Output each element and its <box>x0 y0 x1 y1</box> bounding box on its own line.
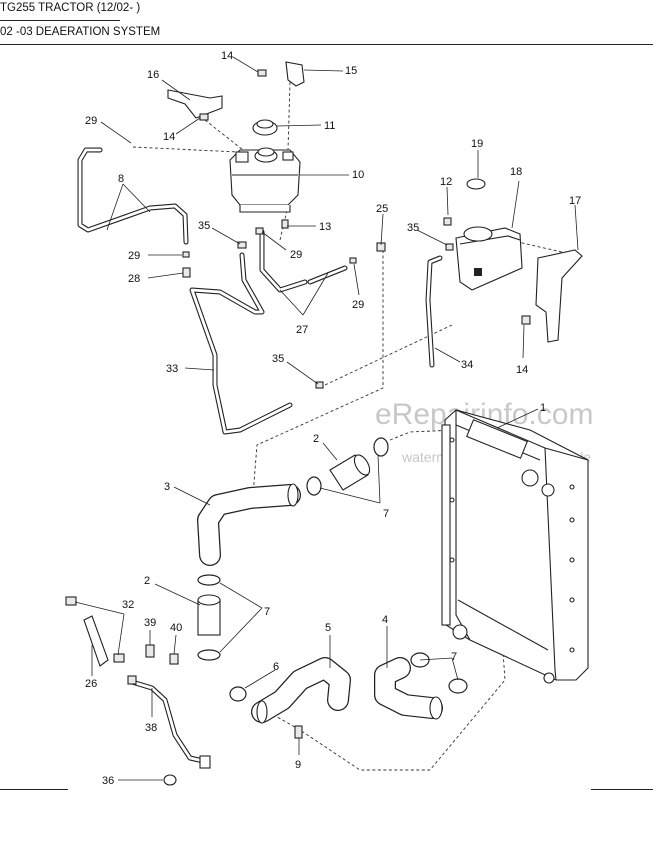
document-title: TG255 TRACTOR (12/02- ) <box>0 2 141 14</box>
callout-35a: 35 <box>198 220 210 232</box>
callout-7a: 7 <box>383 508 389 520</box>
filler-cap <box>252 119 278 136</box>
fitting-12 <box>443 217 452 226</box>
callout-17: 17 <box>569 195 581 207</box>
radiator <box>441 409 589 684</box>
screw-9 <box>294 725 303 739</box>
callout-27: 27 <box>296 324 308 336</box>
small-fittings <box>182 227 454 389</box>
tank-bracket <box>167 89 223 119</box>
callout-7b: 7 <box>264 606 270 618</box>
callout-29b: 29 <box>290 249 302 261</box>
callout-18: 18 <box>510 166 522 178</box>
expansion-tank <box>229 147 301 213</box>
callout-8: 8 <box>118 173 124 185</box>
section-rule <box>0 44 653 45</box>
secondary-tank <box>455 226 523 291</box>
callout-33: 33 <box>166 363 178 375</box>
callout-25: 25 <box>376 203 388 215</box>
callout-35c: 35 <box>272 353 284 365</box>
callout-32: 32 <box>122 599 134 611</box>
tank-mount-bracket <box>535 249 583 343</box>
footer-rule-right <box>591 789 653 790</box>
callout-14b: 14 <box>163 131 175 143</box>
bypass-hose <box>374 652 468 720</box>
callout-1: 1 <box>540 402 546 414</box>
leader-lines <box>74 56 579 781</box>
callout-16: 16 <box>147 69 159 81</box>
callout-5: 5 <box>325 622 331 634</box>
callout-15: 15 <box>345 65 357 77</box>
callout-10: 10 <box>352 169 364 181</box>
callout-35b: 35 <box>407 222 419 234</box>
hose-sleeve-upper <box>306 437 389 496</box>
callout-19: 19 <box>471 138 483 150</box>
title-rule <box>0 20 120 21</box>
callout-28: 28 <box>128 273 140 285</box>
callout-34: 34 <box>461 359 473 371</box>
callout-14c: 14 <box>516 364 528 376</box>
lower-radiator-hose <box>251 657 351 724</box>
callout-3: 3 <box>164 481 170 493</box>
overflow-hose <box>77 147 189 245</box>
hose-sleeve-lower <box>197 574 221 661</box>
callout-38: 38 <box>145 722 157 734</box>
upper-bracket <box>285 61 305 87</box>
callout-11: 11 <box>324 120 335 132</box>
callout-4: 4 <box>382 614 388 626</box>
callout-29c: 29 <box>128 250 140 262</box>
callout-9: 9 <box>295 759 301 771</box>
callout-29a: 29 <box>85 115 97 127</box>
heater-pipe-assembly <box>65 596 211 786</box>
callout-14a: 14 <box>221 50 233 62</box>
upper-radiator-hose <box>197 483 301 566</box>
deaeration-hose <box>189 229 348 435</box>
callout-40: 40 <box>170 622 182 634</box>
callout-13: 13 <box>319 221 331 233</box>
footer-rule-left <box>0 789 68 790</box>
tank-cap-19 <box>466 178 486 190</box>
callout-12: 12 <box>440 176 452 188</box>
callout-labels: 14 15 16 11 14 29 10 8 19 18 12 17 35 13… <box>85 50 581 787</box>
drain-hose <box>425 255 443 368</box>
section-title: 02 -03 DEAERATION SYSTEM <box>0 26 161 38</box>
callout-36: 36 <box>102 775 114 787</box>
callout-26: 26 <box>85 678 97 690</box>
callout-39: 39 <box>144 617 156 629</box>
clamp-6 <box>229 686 247 702</box>
callout-2b: 2 <box>144 575 150 587</box>
callout-6: 6 <box>273 661 279 673</box>
callout-7c: 7 <box>451 651 457 663</box>
callout-2a: 2 <box>313 433 319 445</box>
callout-29d: 29 <box>352 299 364 311</box>
screws <box>199 69 531 325</box>
